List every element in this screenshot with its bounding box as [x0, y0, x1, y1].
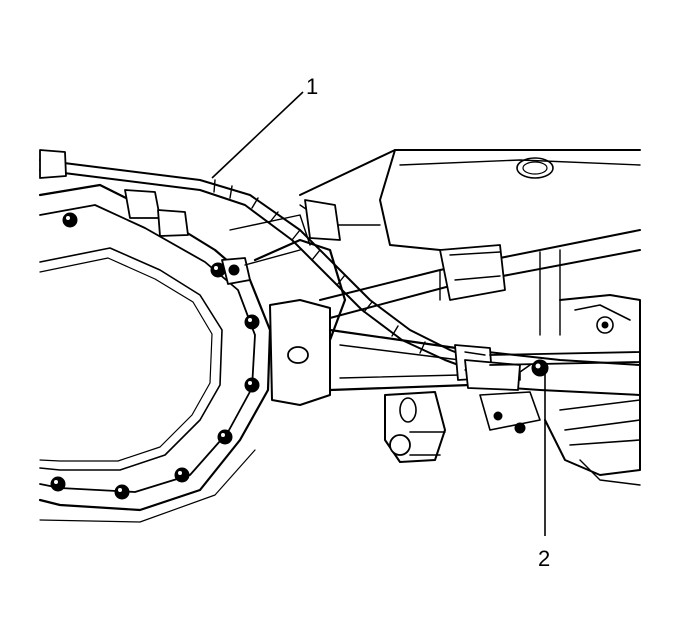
callout-1-leader — [211, 91, 304, 179]
differential-cover — [38, 183, 272, 523]
callout-label-1: 1 — [306, 74, 318, 99]
upper-bracket — [221, 249, 301, 285]
frame-rail — [299, 149, 641, 251]
leaf-spring — [319, 229, 641, 336]
cable-retainer-bolt — [519, 359, 549, 381]
callout-label-2: 2 — [538, 546, 550, 571]
parking-brake-cable — [39, 149, 641, 391]
brake-assembly — [479, 294, 641, 486]
cover-bolts — [50, 199, 260, 500]
